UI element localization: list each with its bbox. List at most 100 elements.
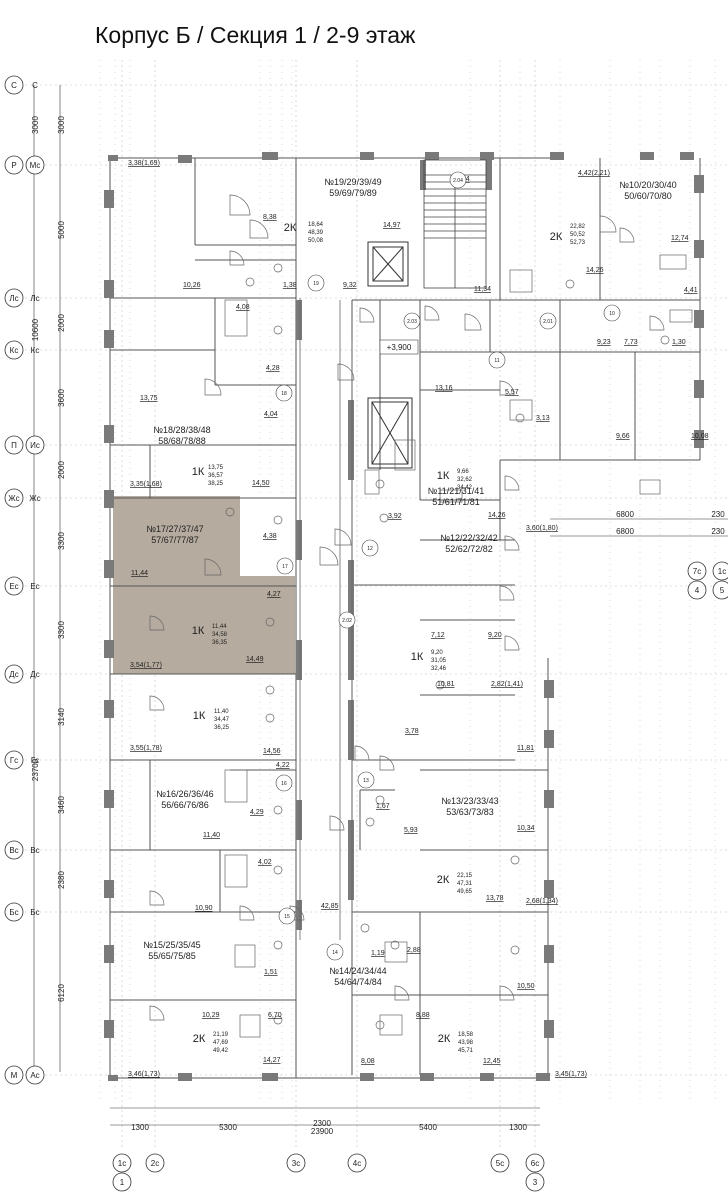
room-area: 4,22 (276, 762, 290, 769)
room-area: 8,38 (263, 214, 277, 221)
area-living: 9,66 (457, 469, 469, 475)
room-area: 1,38 (283, 282, 297, 289)
area-total: 34,58 (212, 632, 228, 638)
axis-label: 7с (693, 567, 701, 576)
area-total: 47,31 (457, 881, 473, 887)
apartment-floors: 52/62/72/82 (445, 544, 493, 554)
room-area: 6,70 (268, 1012, 282, 1019)
apartment-floors: 56/66/76/86 (161, 800, 209, 810)
axis-bubble (4, 340, 24, 360)
axis-label: Р (11, 161, 16, 170)
area-total: 47,69 (213, 1040, 229, 1046)
axis-label: 1с (718, 567, 726, 576)
axis-bubble (4, 840, 24, 860)
axis-label: 1с (118, 1159, 126, 1168)
axis-bubble (4, 1065, 24, 1085)
room-marker-label: 14 (332, 950, 338, 956)
room-marker-label: 12 (367, 546, 373, 552)
room-marker-label: 10 (609, 311, 615, 317)
room-area: 14,50 (252, 480, 270, 487)
apartment-type: 1К (193, 710, 206, 722)
dimension-text: 5000 (57, 221, 66, 239)
apartment-number: №12/22/32/42 (440, 533, 497, 543)
page-title: Корпус Б / Секция 1 / 2-9 этаж (95, 22, 416, 48)
room-area: 4,27 (267, 591, 281, 598)
room-area: 5,93 (404, 827, 418, 834)
area-with-balcony: 50,08 (308, 238, 324, 244)
room-area-labels: 3,38(1,69)8,3810,264,081,3814,979,324,42… (128, 160, 709, 1078)
elevator-1 (367, 241, 409, 287)
room-area: 14,27 (263, 1057, 281, 1064)
apartment-floors: 55/65/75/85 (148, 951, 196, 961)
room-area: 12,74 (671, 235, 689, 242)
room-area: 10,50 (517, 983, 535, 990)
apartment-number: №17/27/37/47 (146, 524, 203, 534)
room-marker-label: 16 (281, 781, 287, 787)
axis-label: 3 (533, 1178, 538, 1187)
highlighted-apartment[interactable] (113, 496, 295, 674)
axis-bubble (112, 1172, 132, 1192)
axis-label: Гс (31, 756, 39, 765)
area-living: 21,19 (213, 1032, 229, 1038)
axis-label: Лс (30, 294, 39, 303)
room-area: 14,26 (488, 512, 506, 519)
room-area: 7,73 (624, 339, 638, 346)
room-area: 4,29 (250, 809, 264, 816)
axis-label: Бс (30, 908, 39, 917)
room-marker-label: 2.03 (407, 319, 417, 325)
level-mark: +3,900 (379, 339, 419, 355)
room-area: 11,34 (474, 286, 491, 293)
area-with-balcony: 52,73 (570, 240, 586, 246)
apartment-floors: 58/68/78/88 (158, 436, 206, 446)
area-with-balcony: 36,25 (214, 725, 230, 731)
dimension-text: 1300 (509, 1123, 527, 1132)
area-total: 34,47 (214, 717, 230, 723)
dimension-text: 1300 (131, 1123, 149, 1132)
room-area: 14,56 (263, 748, 281, 755)
left-inner-dimensions: 3000500020003600200033003300314034602380… (57, 116, 66, 1002)
room-area: 1,30 (672, 339, 686, 346)
room-marker (276, 557, 294, 575)
apartment-floors: 57/67/77/87 (151, 535, 199, 545)
axis-bubble (687, 580, 707, 600)
axis-bubble (145, 1153, 165, 1173)
apartment-number: №10/20/30/40 (619, 180, 676, 190)
apartment-number: №13/23/33/43 (441, 796, 498, 806)
room-area: 8,08 (361, 1058, 375, 1065)
room-area: 3,92 (388, 513, 402, 520)
axis-label: Кс (31, 346, 40, 355)
axis-bubble (4, 75, 24, 95)
room-area: 14,49 (246, 656, 264, 663)
axis-bubble (4, 576, 24, 596)
room-area: 3,46(1,73) (128, 1071, 160, 1078)
room-area: 9,32 (343, 282, 357, 289)
room-area: 13,78 (486, 895, 504, 902)
room-marker (275, 774, 293, 792)
dimension-text: 2000 (57, 461, 66, 479)
axis-label: Вс (30, 846, 39, 855)
axis-label: Кс (10, 346, 19, 355)
area-living: 18,64 (308, 222, 324, 228)
apartment-number: №19/29/39/49 (324, 177, 381, 187)
room-marker-label: 18 (281, 391, 287, 397)
area-with-balcony: 32,46 (431, 666, 447, 672)
room-marker (361, 539, 379, 557)
dimension-text: 10600 (31, 318, 40, 341)
axis-bubble (25, 155, 45, 175)
axis-label: 5 (720, 586, 725, 595)
apartment-type: 2К (284, 222, 297, 234)
room-marker (275, 384, 293, 402)
area-total: 43,98 (458, 1040, 474, 1046)
elevator-2 (367, 397, 413, 469)
area-with-balcony: 36,35 (212, 640, 228, 646)
axis-bubble (4, 435, 24, 455)
axis-bubble (25, 1065, 45, 1085)
axis-label: Лс (9, 294, 18, 303)
apartment-number: №18/28/38/48 (153, 425, 210, 435)
axis-label: Жс (29, 494, 40, 503)
dimension-text: 3460 (57, 796, 66, 814)
area-living: 11,44 (212, 624, 227, 630)
room-marker (307, 274, 325, 292)
room-area: 1,51 (264, 969, 278, 976)
